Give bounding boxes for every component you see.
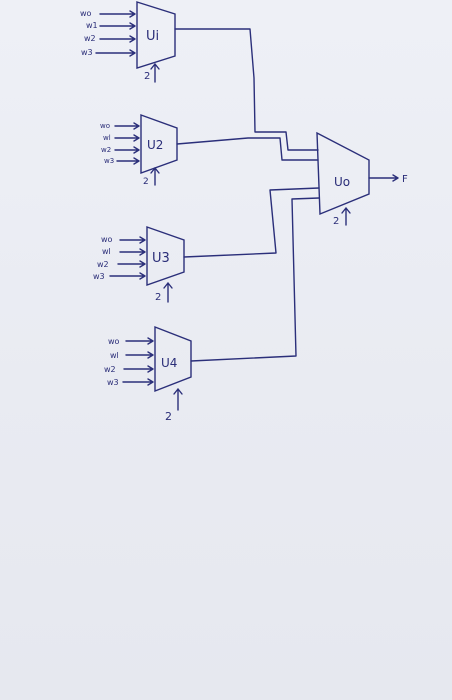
mux-u1-input-1-arrow [99,22,136,30]
mux-u4-input-0-arrow [125,337,154,345]
mux-u3-input-1-arrow [119,248,146,256]
mux-u1-input-3-arrow [95,49,136,57]
mux-u4-input-0-label: wo [108,337,120,346]
mux-u0-select-label: 2 [333,216,339,227]
mux-u3-input-3-label: w3 [93,272,105,281]
mux-u0-label: Uo [334,175,350,189]
mux-u4-body [154,325,192,393]
mux-u2-input-2-label: w2 [101,146,111,154]
mux-u4: U4 wo wl w2 w3 2 [104,325,192,423]
wire-u4-to-u0 [190,197,320,362]
mux-u3-input-1-label: wl [102,247,111,256]
mux-u3-input-3-arrow [109,272,146,280]
mux-u1-select-label: 2 [144,71,150,82]
wire-u1-to-u0 [174,28,319,151]
mux-u0: Uo 2 F [316,131,408,227]
output-f-arrow [368,174,399,182]
mux-u2-input-0-label: wo [100,122,110,130]
mux-u4-input-2-arrow [123,365,154,373]
mux-u1-input-1-label: w1 [86,21,98,30]
mux-u0-body [316,131,370,216]
mux-u1-input-2-arrow [99,35,136,43]
mux-u2-select-arrow [150,167,160,186]
mux-u2-input-1-arrow [114,134,140,142]
mux-u1-select-arrow [150,63,160,83]
mux-u3-input-2-label: w2 [97,260,109,269]
mux-u1-label: Ui [146,29,159,44]
mux-u2-input-3-arrow [116,157,140,165]
mux-u1-input-0-arrow [99,10,136,18]
mux-u1-body [136,1,176,69]
mux-u4-label: U4 [161,356,177,370]
mux-u2-select-label: 2 [143,177,149,187]
mux-u3-input-0-arrow [119,236,146,244]
mux-u4-input-3-arrow [122,378,154,386]
mux-u2: U2 wo wl w2 w3 2 [100,114,178,187]
mux-u2-input-0-arrow [114,122,140,130]
wire-u3-to-u0 [183,187,320,258]
mux-u1-input-0-label: wo [80,9,92,18]
mux-u2-input-1-label: wl [103,134,111,142]
mux-u4-input-2-label: w2 [104,365,116,374]
mux-u3-label: U3 [152,251,170,266]
mux-u1-input-3-label: w3 [81,48,93,57]
mux-u2-input-2-arrow [114,146,140,154]
mux-u4-input-1-arrow [125,351,154,359]
mux-u4-select-label: 2 [165,410,172,423]
mux-u2-label: U2 [147,138,163,152]
mux-u4-input-3-label: w3 [107,378,119,387]
mux-u0-select-arrow [341,207,351,226]
mux-u3-select-label: 2 [155,292,161,303]
mux-u3-input-2-arrow [117,260,146,268]
wire-u2-to-u0 [176,137,319,161]
output-f-label: F [402,174,408,185]
mux-u3: U3 wo wl w2 w3 2 [93,226,185,303]
mux-u3-input-0-label: wo [101,235,113,244]
mux-u4-select-arrow [173,388,183,411]
mux-u2-body [140,114,178,174]
mux-u1-input-2-label: w2 [84,34,96,43]
mux-u2-input-3-label: w3 [104,157,114,165]
mux-u3-select-arrow [163,282,173,303]
mux-u3-body [146,226,185,286]
mux-u4-input-1-label: wl [110,351,119,360]
mux-u1: Ui wo w1 w2 w3 2 [80,1,176,83]
